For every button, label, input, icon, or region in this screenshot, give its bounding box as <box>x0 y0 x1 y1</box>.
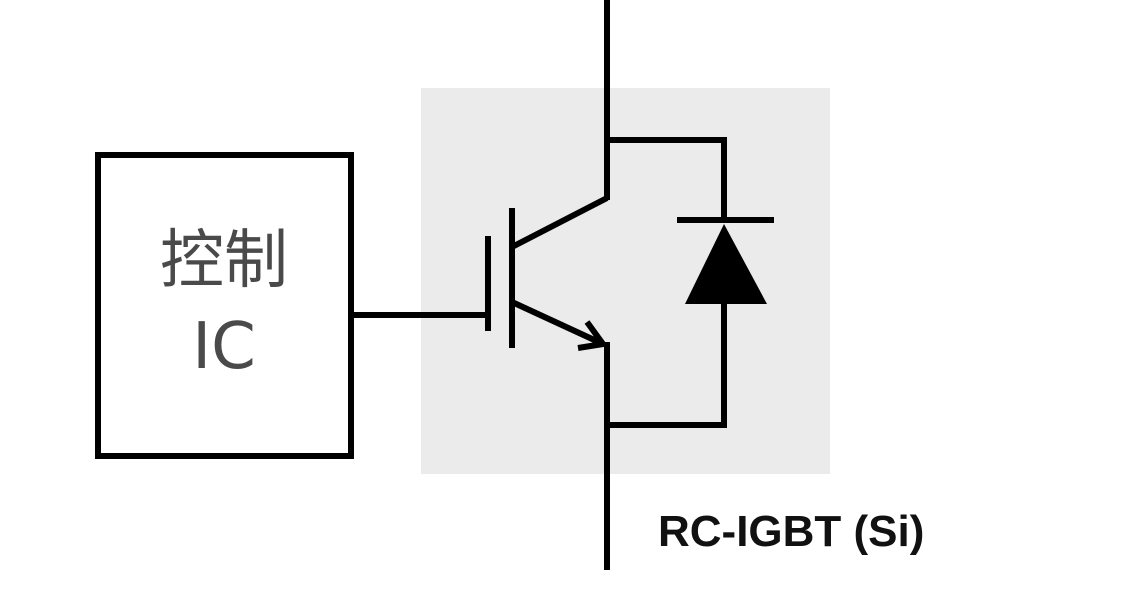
igbt-symbol <box>485 195 609 351</box>
diode-symbol <box>677 217 774 304</box>
device-label: RC-IGBT (Si) <box>658 507 924 556</box>
collector-branch <box>510 195 609 250</box>
diode-triangle-icon <box>685 224 767 304</box>
control-ic-label-line1: 控制 <box>160 224 288 298</box>
control-ic-box: 控制 IC <box>95 152 354 459</box>
emitter-arrow-icon <box>577 320 609 351</box>
control-ic-label-line2: IC <box>192 310 256 384</box>
device-area <box>421 88 830 474</box>
emitter-branch <box>510 299 605 347</box>
diode-top-wire <box>607 137 727 220</box>
control-ic-frame <box>95 152 354 459</box>
diode-bottom-wire <box>607 303 727 428</box>
